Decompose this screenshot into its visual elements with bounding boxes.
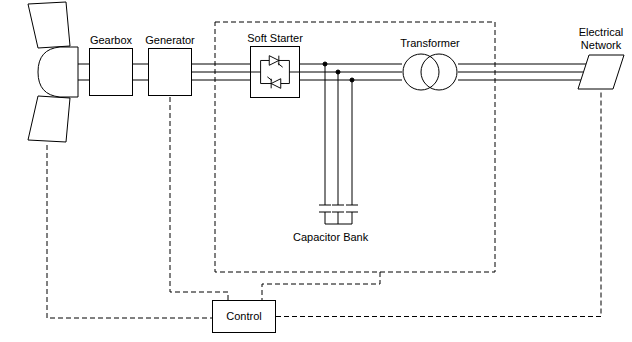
thyristor-lead	[260, 60, 261, 83]
thyristor-lead	[261, 60, 270, 61]
thyristor-lead	[261, 83, 272, 84]
gearbox-box: Gearbox	[89, 48, 133, 96]
capacitor-lead	[352, 212, 353, 224]
capacitor-bank	[319, 62, 358, 224]
capacitor-plate	[319, 205, 331, 206]
control-box: Control	[212, 300, 276, 333]
three-phase-line	[192, 80, 250, 81]
capacitor-bus	[325, 224, 352, 225]
shaft-connector	[133, 80, 148, 81]
three-phase-line	[192, 64, 250, 65]
three-phase-line	[192, 64, 250, 80]
generator-box: Generator	[148, 48, 192, 96]
transformer-winding	[421, 54, 457, 90]
network-art	[577, 54, 625, 90]
thyristor-gate	[267, 77, 272, 81]
rotor	[28, 2, 89, 142]
rotor-blade	[28, 2, 70, 48]
three-phase-line	[300, 64, 402, 65]
transformer-symbol: Transformer	[402, 52, 458, 92]
three-phase-line	[458, 64, 586, 65]
shaft-connector	[133, 64, 148, 80]
rotor-blade	[28, 96, 70, 142]
enclosure-control-line	[262, 272, 380, 300]
node-heading: Electrical Network	[572, 26, 630, 52]
capacitor-lead	[352, 80, 353, 205]
thyristor-lead	[279, 60, 290, 61]
node-heading: Generator	[145, 34, 195, 47]
thyristor-lead	[289, 60, 290, 83]
transformer-art	[402, 52, 458, 92]
node-heading: Soft Starter	[247, 32, 303, 45]
three-phase-line	[192, 72, 250, 73]
shaft-connector	[133, 64, 148, 65]
capacitor-lead	[325, 64, 326, 205]
capacitor-plate	[332, 205, 344, 206]
capacitor-plate	[346, 205, 358, 206]
dashed-enclosure	[215, 22, 495, 272]
network-shape	[578, 55, 624, 89]
rotor-shaft	[78, 64, 89, 65]
control-signal-line	[276, 90, 601, 317]
thyristor-symbol	[269, 56, 279, 66]
three-phase-line	[300, 64, 402, 80]
thyristor-gate	[278, 63, 283, 67]
three-phase-line	[458, 80, 581, 81]
capacitor-lead	[338, 212, 339, 224]
thyristor-art	[251, 47, 299, 97]
node-heading: Transformer	[400, 37, 460, 50]
part-label: Capacitor Bank	[292, 231, 369, 244]
thyristor-lead	[251, 72, 261, 73]
soft-starter-box: Soft Starter	[250, 46, 300, 98]
three-phase-line	[300, 80, 402, 81]
control-signal-line	[170, 96, 228, 300]
rotor-hub	[38, 47, 78, 97]
capacitor-lead	[338, 72, 339, 205]
thyristor-symbol	[271, 79, 281, 89]
rotor-shaft	[78, 80, 89, 81]
control-signal-line	[276, 90, 601, 317]
control-signal-line	[170, 96, 228, 300]
node-heading: Gearbox	[90, 34, 132, 47]
three-phase-line	[300, 72, 402, 73]
three-phase-line	[458, 72, 584, 73]
three-phase-line	[458, 64, 586, 80]
box-label: Control	[226, 310, 261, 323]
thyristor-lead	[281, 83, 290, 84]
thyristor-lead	[289, 72, 299, 73]
control-signal-line	[47, 145, 380, 318]
capacitor-lead	[325, 212, 326, 224]
electrical-network: Electrical Network	[577, 54, 625, 90]
